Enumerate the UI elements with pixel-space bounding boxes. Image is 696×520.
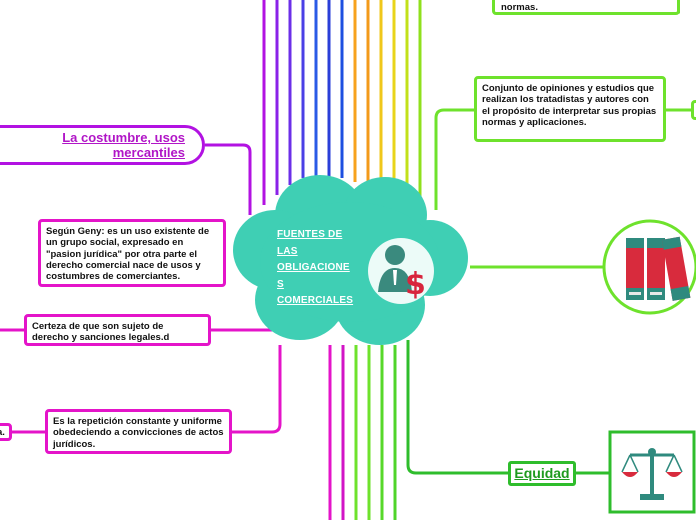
geny-node[interactable]: Según Geny: es un uso existente de un gr… bbox=[38, 219, 226, 287]
doctrina-text: Conjunto de opiniones y estudios que rea… bbox=[482, 83, 657, 128]
equidad-label: Equidad bbox=[514, 465, 570, 481]
top-fragment-node[interactable]: normas. bbox=[492, 0, 680, 15]
businessman-dollar-icon: $ bbox=[368, 238, 434, 304]
center-title-line: OBLIGACIONE bbox=[277, 262, 350, 273]
doctrina-node[interactable]: Conjunto de opiniones y estudios que rea… bbox=[474, 76, 666, 142]
edge-fragment-text: a. bbox=[0, 427, 5, 438]
repeticion-node[interactable]: Es la repetición constante y uniforme ob… bbox=[45, 409, 232, 454]
certeza-node[interactable]: Certeza de que son sujeto de derecho y s… bbox=[24, 314, 211, 346]
certeza-text: Certeza de que son sujeto de derecho y s… bbox=[32, 321, 170, 344]
geny-text: Según Geny: es un uso existente de un gr… bbox=[46, 226, 210, 283]
center-cloud bbox=[233, 175, 468, 345]
bottom-branch-lines bbox=[328, 345, 397, 520]
center-title-line: S bbox=[277, 278, 284, 290]
scales-icon bbox=[608, 430, 696, 514]
repeticion-text: Es la repetición constante y uniforme ob… bbox=[53, 416, 224, 450]
top-branch-lines bbox=[262, 0, 422, 205]
right-edge-fragment-node[interactable] bbox=[691, 100, 696, 120]
center-title-line: FUENTES DE bbox=[277, 229, 343, 240]
costumbre-node[interactable] bbox=[0, 125, 205, 165]
costumbre-title[interactable]: La costumbre, usos mercantiles bbox=[62, 130, 185, 160]
svg-text:$: $ bbox=[405, 267, 426, 302]
center-title-line: LAS bbox=[277, 245, 298, 257]
edge-fragment-node[interactable]: a. bbox=[0, 423, 12, 441]
top-fragment-text: normas. bbox=[501, 2, 538, 13]
equidad-node[interactable]: Equidad bbox=[508, 461, 576, 486]
center-title-line: COMERCIALES bbox=[277, 295, 354, 306]
binders-icon bbox=[602, 219, 696, 315]
center-title[interactable]: FUENTES DE LAS OBLIGACIONE S COMERCIALES bbox=[277, 227, 367, 310]
